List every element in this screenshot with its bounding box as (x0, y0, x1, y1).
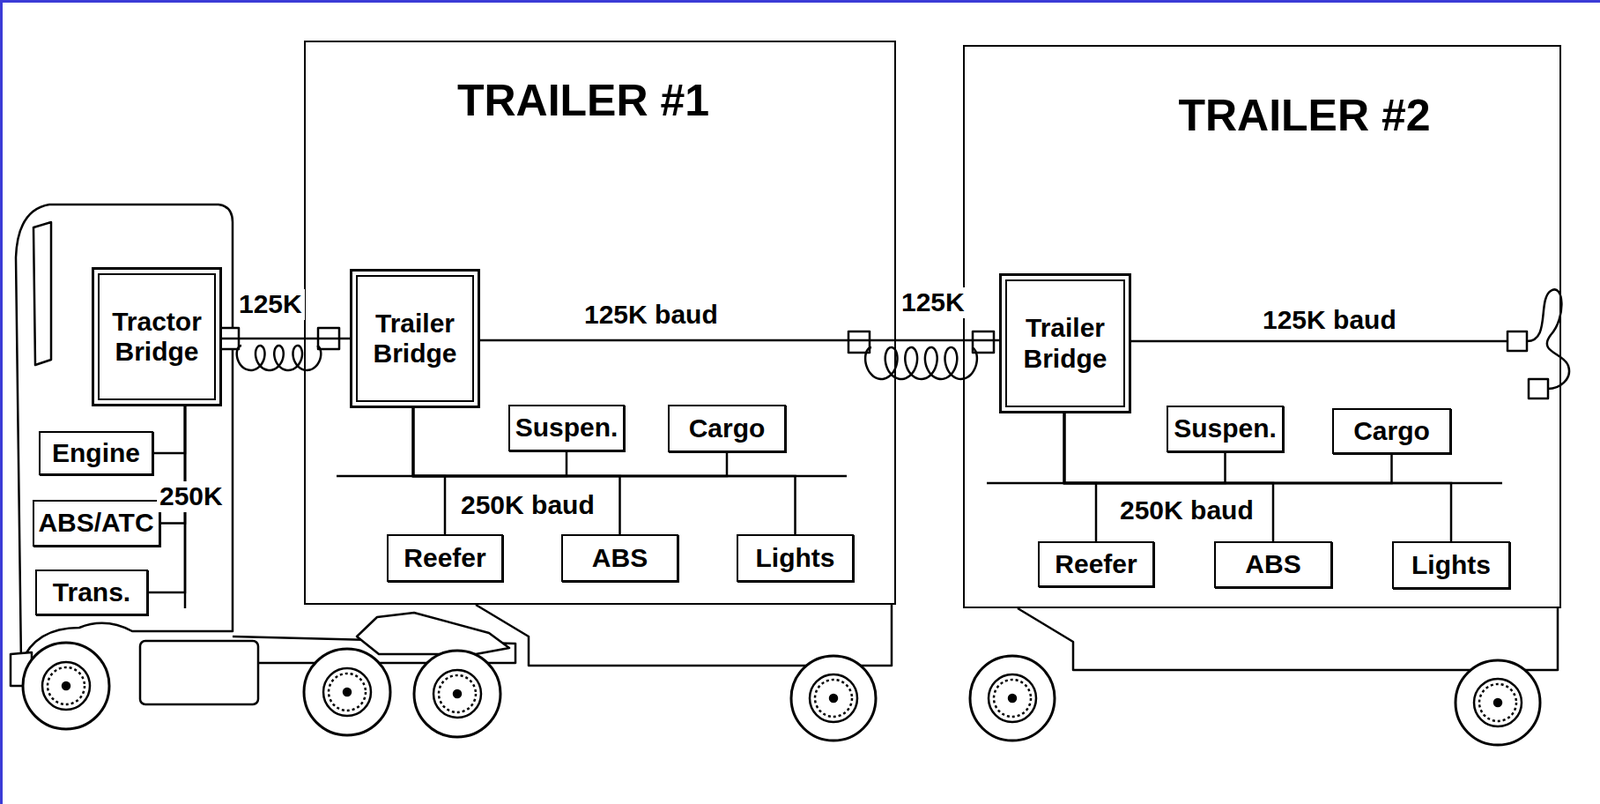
module-box: Lights (1392, 540, 1511, 589)
module-box: ABS (561, 533, 679, 582)
bus-wire (222, 337, 350, 341)
bus-wire (413, 407, 445, 534)
module-box: ABS (1214, 540, 1333, 588)
box-label: Trailer Bridge (352, 308, 478, 370)
box-label: ABS (1244, 548, 1301, 580)
module-box: Cargo (667, 404, 786, 452)
baud-rate-label: 250K (156, 481, 226, 512)
wheel (1455, 659, 1541, 745)
coiled-cable (237, 345, 978, 379)
coil-cable (865, 347, 978, 379)
box-label: Reefer (1054, 548, 1137, 580)
bus-wire (1064, 413, 1452, 541)
baud-rate-label: 250K baud (1117, 495, 1257, 526)
bridge-box: Tractor Bridge (91, 266, 223, 407)
box-label: Cargo (1353, 415, 1430, 447)
baud-rate-label: 125K (898, 287, 968, 319)
wheel (970, 655, 1055, 741)
box-label: ABS/ATC (37, 507, 154, 539)
trailer-title: TRAILER #2 (1007, 90, 1600, 142)
fifth-wheel (356, 612, 510, 654)
coil-cable (237, 345, 322, 371)
baud-rate-label: 125K baud (1259, 304, 1400, 336)
baud-rate-label: 125K (236, 288, 305, 320)
module-box: Reefer (386, 533, 504, 582)
module-box: Engine (38, 430, 154, 475)
frame-line (0, 0, 1600, 3)
box-label: Reefer (403, 542, 486, 574)
box-label: Trailer Bridge (1001, 312, 1129, 374)
wheel (22, 642, 110, 729)
box-label: Tractor Bridge (94, 306, 220, 368)
box-label: Suspen. (1173, 413, 1277, 445)
connector (1528, 378, 1549, 399)
bus-wire (153, 406, 186, 453)
module-box: Suspen. (1166, 405, 1284, 452)
box-label: ABS (592, 542, 648, 574)
box-label: Engine (51, 437, 141, 469)
baud-rate-label: 250K baud (458, 489, 598, 521)
bus-line (1123, 340, 1508, 343)
module-box: Suspen. (508, 404, 625, 452)
box-label: Lights (755, 542, 836, 574)
bridge-box: Trailer Bridge (349, 268, 481, 408)
connector (1507, 331, 1527, 351)
wheel (414, 650, 501, 737)
trailer-underframe (1017, 607, 1558, 670)
box-label: Suspen. (515, 412, 619, 444)
bus-wire (413, 407, 796, 534)
trailer-title: TRAILER #1 (288, 75, 878, 127)
module-box: Reefer (1037, 540, 1155, 587)
module-box: ABS/ATC (32, 499, 161, 547)
dangling-cable (1526, 288, 1570, 389)
module-box: Lights (736, 533, 854, 582)
module-box: Cargo (1332, 407, 1452, 454)
wheel (303, 648, 391, 735)
box-label: Trans. (52, 577, 131, 608)
fuel-tank (140, 640, 259, 704)
baud-rate-label: 125K baud (581, 299, 721, 331)
box-label: Cargo (688, 413, 766, 445)
tractor-cab (15, 204, 233, 663)
box-label: Lights (1411, 549, 1491, 581)
cab-window (33, 222, 52, 365)
bus-wire (413, 407, 621, 534)
frame-line (0, 0, 3, 804)
wheel (791, 655, 876, 741)
bus-wire (480, 339, 1000, 342)
bridge-box: Trailer Bridge (999, 273, 1132, 414)
module-box: Trans. (35, 569, 149, 615)
bus-wire (1064, 413, 1097, 541)
